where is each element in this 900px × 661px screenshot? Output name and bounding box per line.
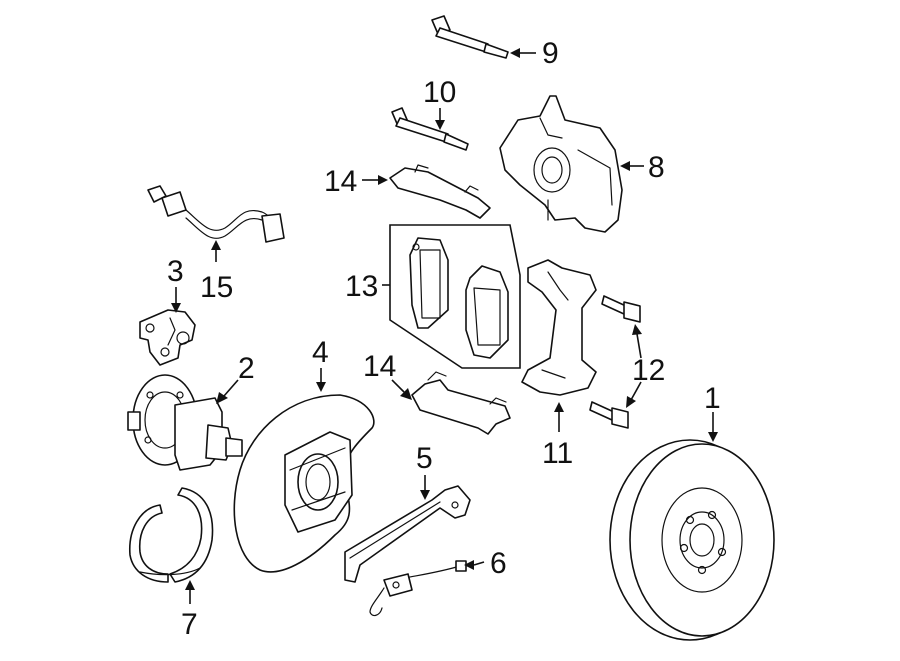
callout-1: 1: [704, 382, 721, 415]
hub-bearing: [127, 374, 243, 471]
guide-pin-lower: [391, 107, 469, 151]
anti-rattle-clip-lower: [411, 371, 511, 435]
callouts: [171, 48, 718, 604]
callout-6: 6: [490, 547, 507, 580]
guide-pin-upper: [431, 15, 509, 59]
callout-14-lower: 14: [363, 350, 396, 383]
parking-brake-shoes: [129, 487, 214, 583]
callout-12: 12: [632, 354, 665, 387]
brake-pad-outer: [465, 265, 509, 359]
callout-2: 2: [238, 352, 255, 385]
callout-10: 10: [423, 76, 456, 109]
anti-rattle-clip-upper: [389, 164, 491, 219]
callout-14-upper: 14: [324, 165, 357, 198]
callout-3: 3: [167, 255, 184, 288]
bracket-bolt-upper: [601, 295, 641, 323]
brake-pad-inner: [409, 237, 449, 329]
callout-13: 13: [345, 270, 378, 303]
parking-brake-lever: [344, 485, 471, 583]
wear-sensor: [369, 560, 467, 617]
knuckle-bracket: [139, 309, 196, 366]
caliper: [499, 95, 623, 233]
callout-7: 7: [181, 608, 198, 641]
callout-5: 5: [416, 442, 433, 475]
bracket-bolt-lower: [589, 401, 629, 429]
callout-15: 15: [200, 271, 233, 304]
brake-rotor: [609, 439, 775, 641]
callout-4: 4: [312, 336, 329, 369]
callout-9: 9: [542, 37, 559, 70]
brake-pad-kit-box: [389, 224, 521, 369]
backing-plate: [233, 394, 375, 573]
callout-11: 11: [542, 437, 573, 470]
brake-hose: [147, 185, 285, 243]
caliper-bracket: [521, 259, 597, 396]
callout-8: 8: [648, 151, 665, 184]
